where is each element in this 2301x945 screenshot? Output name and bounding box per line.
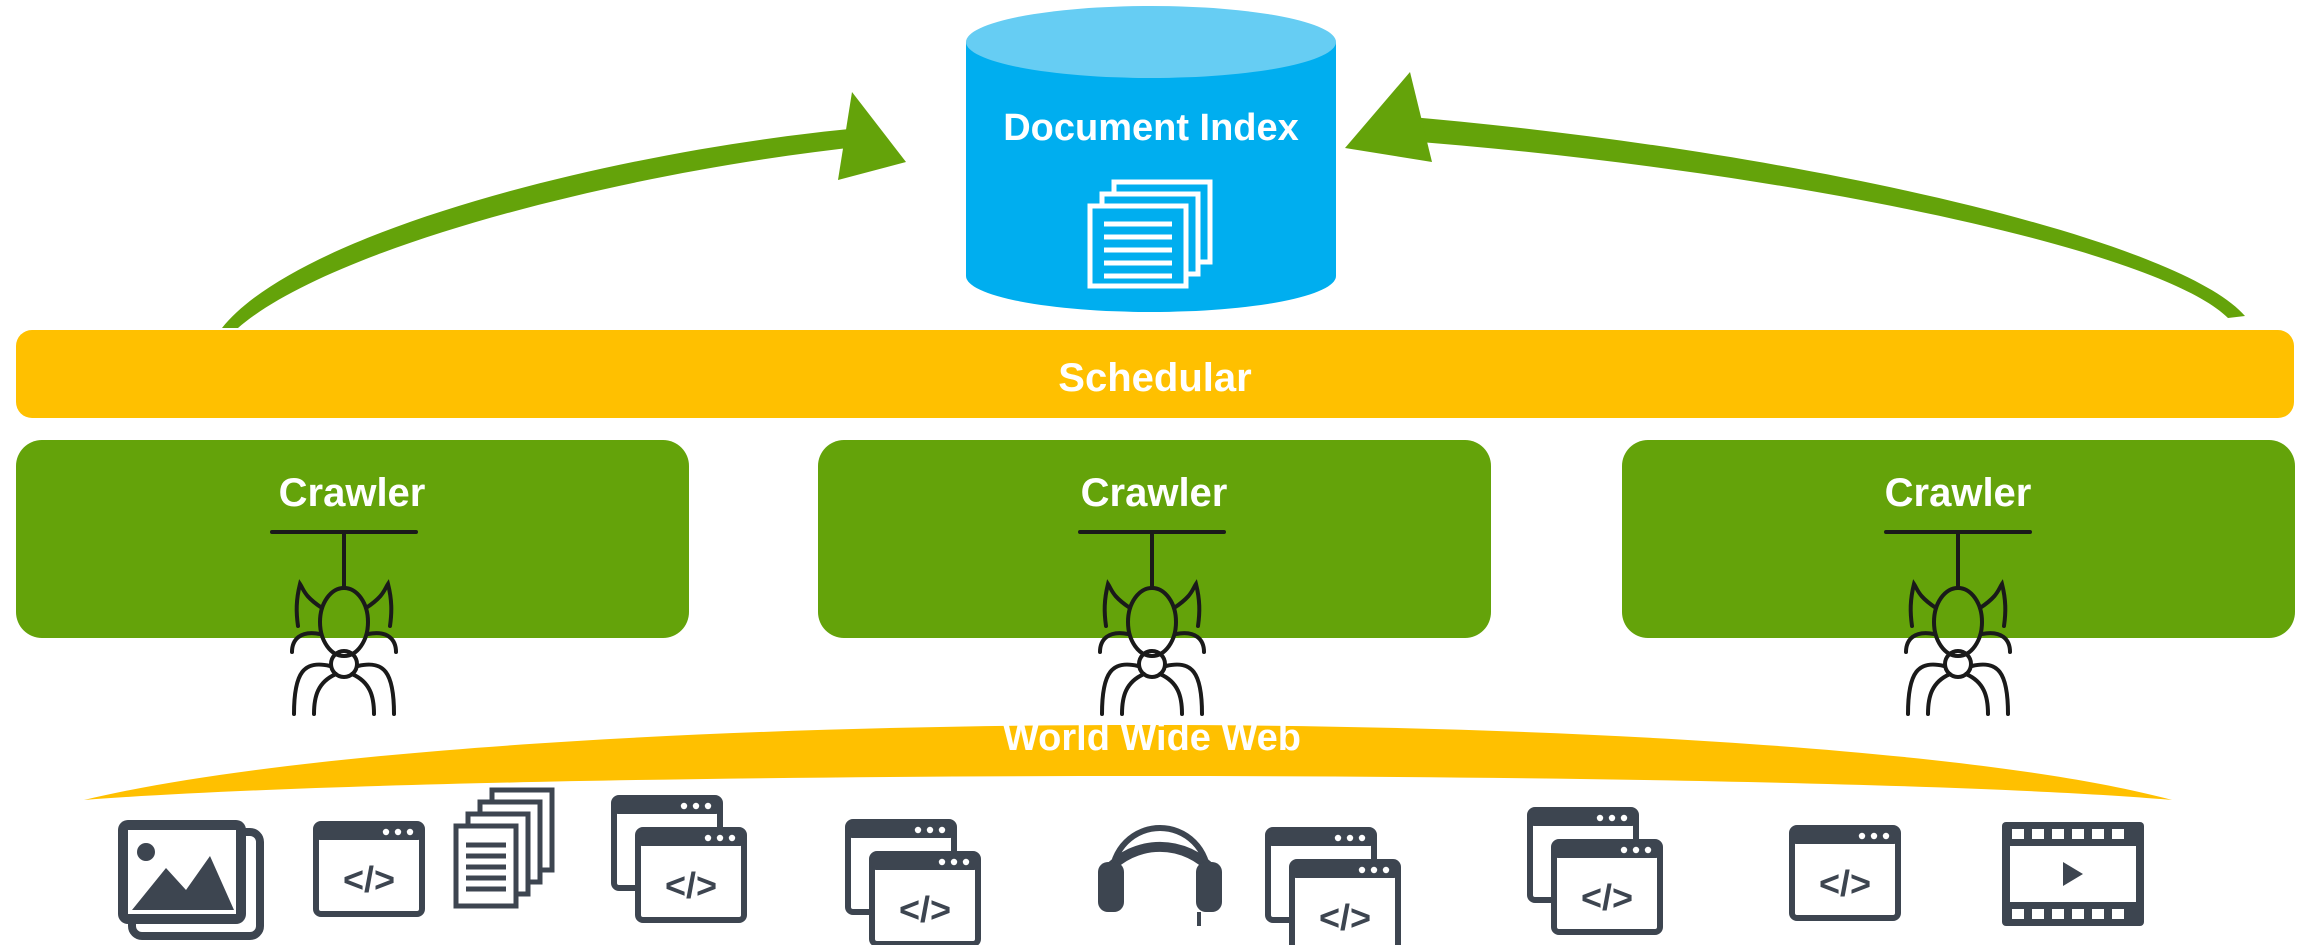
code-window-icon bbox=[1792, 828, 1898, 918]
right-arrowhead bbox=[1345, 72, 1432, 162]
crawler-box-1: Crawler bbox=[16, 440, 689, 638]
crawler-2-label: Crawler bbox=[1081, 471, 1228, 515]
scheduler-bar: Schedular bbox=[16, 330, 2294, 418]
left-arrow-shaft bbox=[222, 128, 866, 328]
document-stack-icon bbox=[1087, 179, 1213, 289]
world-wide-web-label: World Wide Web bbox=[1003, 717, 1301, 759]
scheduler-bar-background bbox=[16, 330, 2294, 418]
document-index-label: Document Index bbox=[1003, 107, 1299, 149]
code-windows-icon bbox=[1268, 830, 1398, 945]
code-window-icon bbox=[316, 824, 422, 914]
spider-icon bbox=[1884, 530, 2032, 716]
code-windows-icon bbox=[848, 822, 978, 944]
code-windows-icon bbox=[1530, 810, 1660, 932]
web-arc-shape bbox=[84, 725, 2172, 800]
crawler-1-background bbox=[16, 440, 689, 638]
scheduler-label: Schedular bbox=[1058, 356, 1251, 400]
cylinder-body bbox=[966, 42, 1336, 312]
right-arrow-shaft bbox=[1396, 116, 2245, 318]
crawler-box-2: Crawler bbox=[818, 440, 1491, 638]
right-arrow-to-index bbox=[1345, 72, 2245, 318]
world-wide-web-arc: World Wide Web bbox=[84, 717, 2172, 800]
crawler-3-label: Crawler bbox=[1885, 471, 2032, 515]
video-film-icon bbox=[2002, 822, 2144, 926]
spider-icon bbox=[270, 530, 418, 716]
crawler-1-label: Crawler bbox=[279, 471, 426, 515]
headphones-icon bbox=[1098, 825, 1222, 926]
cylinder-top bbox=[966, 6, 1336, 78]
document-index-cylinder: Document Index bbox=[966, 6, 1336, 312]
crawler-2-background bbox=[818, 440, 1491, 638]
left-arrowhead bbox=[838, 92, 906, 180]
code-windows-icon bbox=[614, 798, 744, 920]
document-stack-icon bbox=[453, 787, 555, 909]
left-arrow-to-index bbox=[222, 92, 906, 328]
image-gallery-icon bbox=[118, 820, 264, 940]
spider-icon bbox=[1078, 530, 1226, 716]
